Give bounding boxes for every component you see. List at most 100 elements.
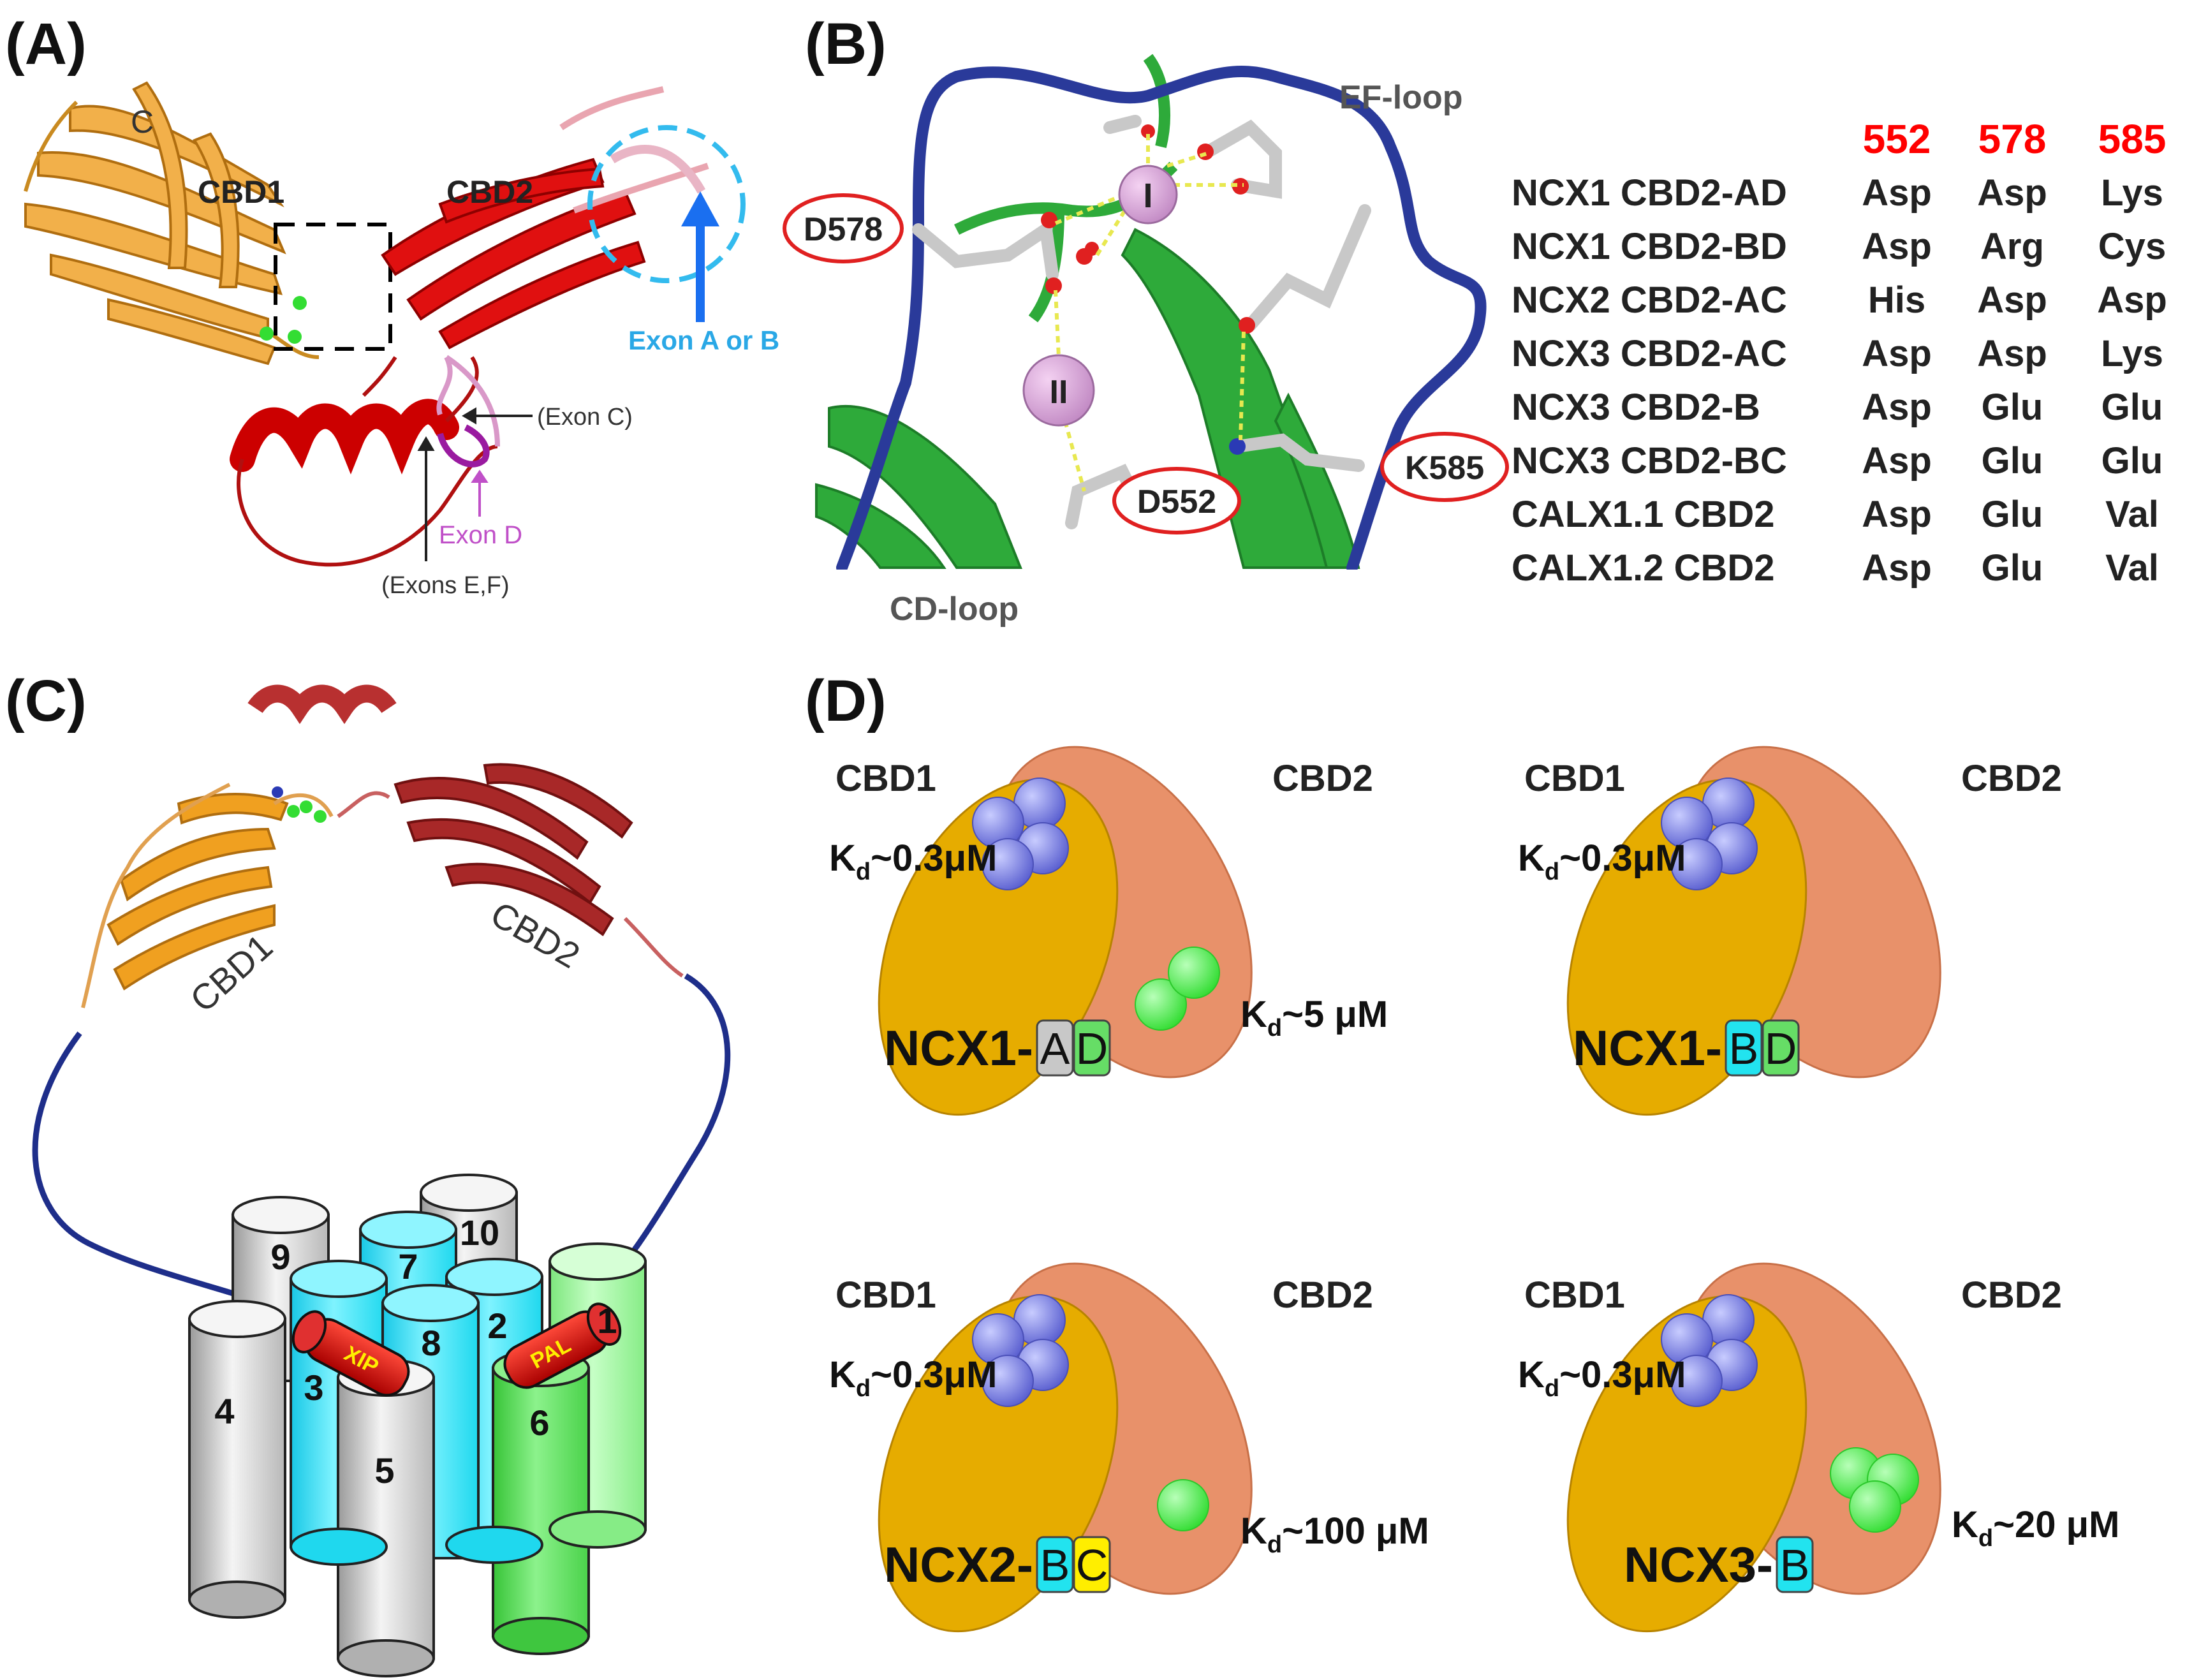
blue-loop-backbone	[836, 65, 1487, 573]
helix-label-10: 10	[460, 1212, 499, 1253]
calcium-ion-cbd2	[1168, 947, 1220, 999]
calcium-ion-cbd2	[1849, 1480, 1901, 1533]
calcium-ion-cbd2	[1157, 1479, 1209, 1531]
cbd2-kd-label: Kd~100 μM	[1240, 1510, 1429, 1558]
residue-label-d552: D552	[1112, 467, 1241, 534]
exon-annotation-arrows	[417, 407, 533, 561]
table-cell-residue: Glu	[2101, 440, 2163, 482]
helix-label-3: 3	[304, 1367, 323, 1408]
isoform-name: NCX1-	[884, 1020, 1033, 1076]
exon-d-label: Exon D	[439, 521, 522, 549]
cbd2-ribbon-structure	[381, 158, 646, 350]
panel-b: (B)	[783, 11, 2167, 646]
calcium-ions-c	[272, 786, 327, 823]
table-cell-residue: Asp	[1862, 547, 1932, 589]
table-cell-residue: Asp	[2097, 279, 2167, 321]
cbd1-kd-label: Kd~0.3μM	[1518, 837, 1686, 885]
calcium-ion-cbd1	[982, 1355, 1034, 1407]
helix-label-5: 5	[374, 1450, 394, 1491]
exon-badge-b: B	[1036, 1536, 1074, 1593]
exon-c-label: (Exon C)	[537, 404, 633, 431]
table-cell-residue: Val	[2105, 494, 2159, 535]
pal-segment: PAL	[503, 1302, 622, 1389]
table-header-552: 552	[1863, 116, 1931, 162]
metal-ion-site-2: II	[1022, 354, 1095, 427]
cbd1-kd-label: Kd~0.3μM	[1518, 1354, 1686, 1402]
svg-text:D578: D578	[804, 211, 883, 248]
svg-text:D: D	[1765, 1024, 1797, 1073]
helix-label-6: 6	[529, 1403, 549, 1443]
table-cell-residue: Asp	[1977, 279, 2047, 321]
green-beta-structure	[815, 228, 1360, 569]
isoform-name: NCX1-	[1573, 1020, 1722, 1076]
alpha-helix-a	[230, 399, 459, 475]
cbd2-label-d: CBD2	[1272, 1274, 1373, 1316]
svg-text:B: B	[1729, 1024, 1759, 1073]
table-cell-residue: Lys	[2101, 172, 2163, 214]
svg-text:A: A	[1040, 1024, 1070, 1073]
cbd2-label-d: CBD2	[1961, 758, 2062, 799]
cbd1-kd-label: Kd~0.3μM	[829, 837, 997, 885]
cbd1-label-d: CBD1	[1524, 1274, 1625, 1316]
panel-a-label: (A)	[5, 11, 87, 77]
exon-badge-c: C	[1073, 1536, 1111, 1593]
table-cell-residue: Asp	[1977, 333, 2047, 374]
helix-label-8: 8	[421, 1323, 441, 1363]
table-cell-residue: Asp	[1862, 440, 1932, 482]
xip-segment: XIP	[291, 1310, 410, 1397]
table-cell-residue: Glu	[1982, 547, 2043, 589]
table-cell-variant: NCX1 CBD2-AD	[1512, 172, 1787, 214]
helix-6	[492, 1349, 590, 1655]
cbd1-label-d: CBD1	[835, 1274, 936, 1316]
panel-c: (C) CBD1 CBD2	[5, 668, 731, 1677]
isoform-name: NCX3-	[1624, 1536, 1773, 1593]
table-cell-residue: Cys	[2098, 226, 2166, 267]
exon-badge-b: B	[1725, 1019, 1763, 1077]
cbd2-kd-label: Kd~20 μM	[1952, 1504, 2119, 1552]
table-cell-residue: His	[1868, 279, 1925, 321]
exon-d-segment	[437, 424, 490, 468]
exon-ab-region-circle	[587, 125, 746, 283]
exon-ab-arrow	[681, 191, 719, 322]
binding-site-box	[274, 223, 392, 351]
residue-sticks	[912, 115, 1371, 529]
table-cell-residue: Glu	[1982, 387, 2043, 428]
table-cell-residue: Glu	[2101, 387, 2163, 428]
table-cell-residue: Asp	[1862, 172, 1932, 214]
calcium-ion-cbd1	[1670, 1355, 1723, 1407]
calcium-ion-cbd2	[1135, 978, 1187, 1031]
exon-badge-a: A	[1036, 1019, 1074, 1077]
exon-badge-d: D	[1762, 1019, 1800, 1077]
svg-text:K585: K585	[1405, 450, 1484, 487]
helix-label-9: 9	[270, 1237, 290, 1277]
panel-b-label: (B)	[805, 11, 887, 77]
calcium-ion-cbd1	[1670, 838, 1723, 890]
calcium-ion-cbd1	[982, 838, 1034, 890]
cbd1-label-a: CBD1	[198, 174, 284, 210]
cbd1-kd-label: Kd~0.3μM	[829, 1354, 997, 1402]
svg-text:C: C	[1076, 1540, 1108, 1590]
metal-ion-site-1: I	[1118, 165, 1178, 225]
exon-ef-label: (Exons E,F)	[381, 572, 510, 599]
helix-4	[188, 1300, 286, 1619]
panel-d-label: (D)	[805, 668, 887, 733]
table-cell-variant: NCX3 CBD2-BC	[1512, 440, 1787, 482]
panel-a: (A) C CBD1 CBD2	[5, 11, 779, 599]
table-cell-residue: Asp	[1862, 226, 1932, 267]
table-cell-residue: Val	[2105, 547, 2159, 589]
residue-label-k585: K585	[1380, 432, 1509, 502]
cbd2-label-a: CBD2	[446, 174, 533, 210]
table-cell-variant: CALX1.2 CBD2	[1512, 547, 1775, 589]
svg-text:D: D	[1076, 1024, 1108, 1073]
exon-d-arrow	[471, 469, 489, 517]
exon-badge-d: D	[1073, 1019, 1111, 1077]
